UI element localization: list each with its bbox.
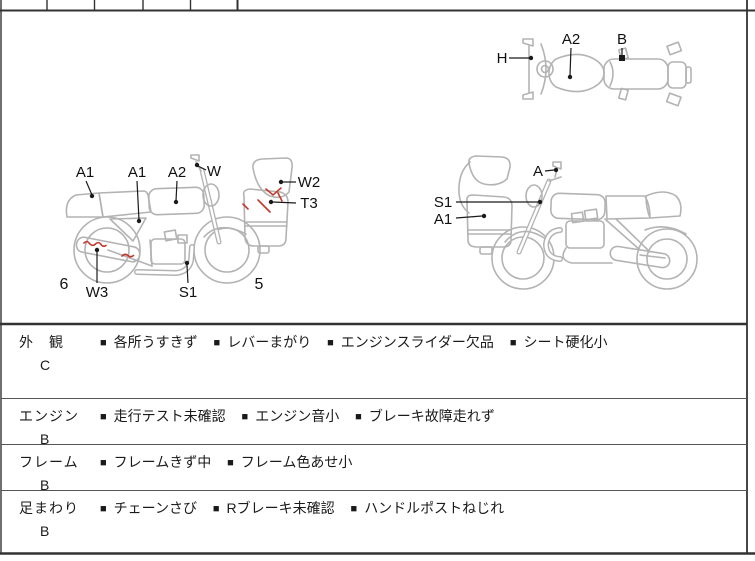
bullet-icon: ■ [100,503,107,515]
section-name: フレーム [19,454,79,470]
label-wheel-front-number: 5 [255,276,264,293]
bullet-icon: ■ [355,411,362,423]
condition-item: レバーまがり [227,334,312,350]
section-items: ■ チェーンさび ■ Rブレーキ未確認 ■ ハンドルポストねじれ [100,491,746,519]
bullet-icon: ■ [241,411,249,423]
condition-item: ブレーキ故障走れず [368,408,495,424]
label-a-mirror: A [533,163,543,180]
section-grade: B [40,523,50,539]
condition-item: チェーンさび [113,500,197,516]
label-a1-cowl: A1 [434,211,452,228]
bullet-icon: ■ [100,337,107,349]
section-row-exterior: 外 観 C ■ 各所うすきず ■ レバーまがり ■ エンジンスライダー欠品 ■ シート硬… [2,325,746,397]
bullet-icon: ■ [327,337,334,349]
label-w-mirror: W [207,163,222,180]
condition-item: フレーム色あせ小 [240,454,353,470]
condition-item: エンジン音小 [255,408,340,424]
condition-item: エンジンスライダー欠品 [340,334,494,350]
label-a1-mid: A1 [128,164,146,181]
label-wheel-rear-number: 6 [60,276,69,293]
bullet-icon: ■ [227,457,234,469]
bullet-icon: ■ [100,457,107,469]
section-name: エンジン [19,408,79,424]
leader-lines [85,47,625,284]
condition-item: 各所うすきず [113,334,198,350]
section-items: ■ 各所うすきず ■ レバーまがり ■ エンジンスライダー欠品 ■ シート硬化小 [100,325,746,353]
label-s1-fork: S1 [434,194,452,211]
section-grade: B [40,431,50,447]
label-w2-windshield: W2 [298,174,321,191]
section-name: 足まわり [19,500,79,516]
bullet-icon: ■ [212,503,220,515]
condition-item: Rブレーキ未確認 [226,500,335,516]
section-items: ■ 走行テスト未確認 ■ エンジン音小 ■ ブレーキ故障走れず [100,399,746,427]
section-items: ■ フレームきず中 ■ フレーム色あせ小 [100,445,746,473]
label-h-handlebar: H [497,50,508,67]
section-row-engine: エンジン B ■ 走行テスト未確認 ■ エンジン音小 ■ ブレーキ故障走れず [2,399,746,447]
bullet-icon: ■ [213,337,221,349]
label-w3-muffler: W3 [86,284,109,301]
section-grade: C [40,357,51,373]
section-row-frame: フレーム B ■ フレームきず中 ■ フレーム色あせ小 [2,445,746,493]
bullet-icon: ■ [509,337,517,349]
label-t3-bag: T3 [300,195,318,212]
label-a1-rear: A1 [76,164,94,181]
section-grade: B [40,477,50,493]
label-a2-tank: A2 [168,164,186,181]
label-a2-tank-top: A2 [562,31,580,48]
bike-side-view-left [458,155,698,290]
bullet-icon: ■ [100,411,107,423]
bike-side-view-right [65,154,293,284]
condition-item: シート硬化小 [523,334,608,350]
label-b-seat: B [617,31,627,48]
condition-item: フレームきず中 [113,454,212,470]
condition-item: 走行テスト未確認 [113,408,226,424]
section-name: 外 観 [19,334,64,350]
section-row-undercarriage: 足まわり B ■ チェーンさび ■ Rブレーキ未確認 ■ ハンドルポストねじれ [2,491,746,553]
condition-item: ハンドルポストねじれ [364,500,505,516]
bike-top-view [522,38,692,107]
damage-marks [83,187,283,258]
bullet-icon: ■ [350,503,358,515]
label-s1-guard: S1 [179,284,197,301]
